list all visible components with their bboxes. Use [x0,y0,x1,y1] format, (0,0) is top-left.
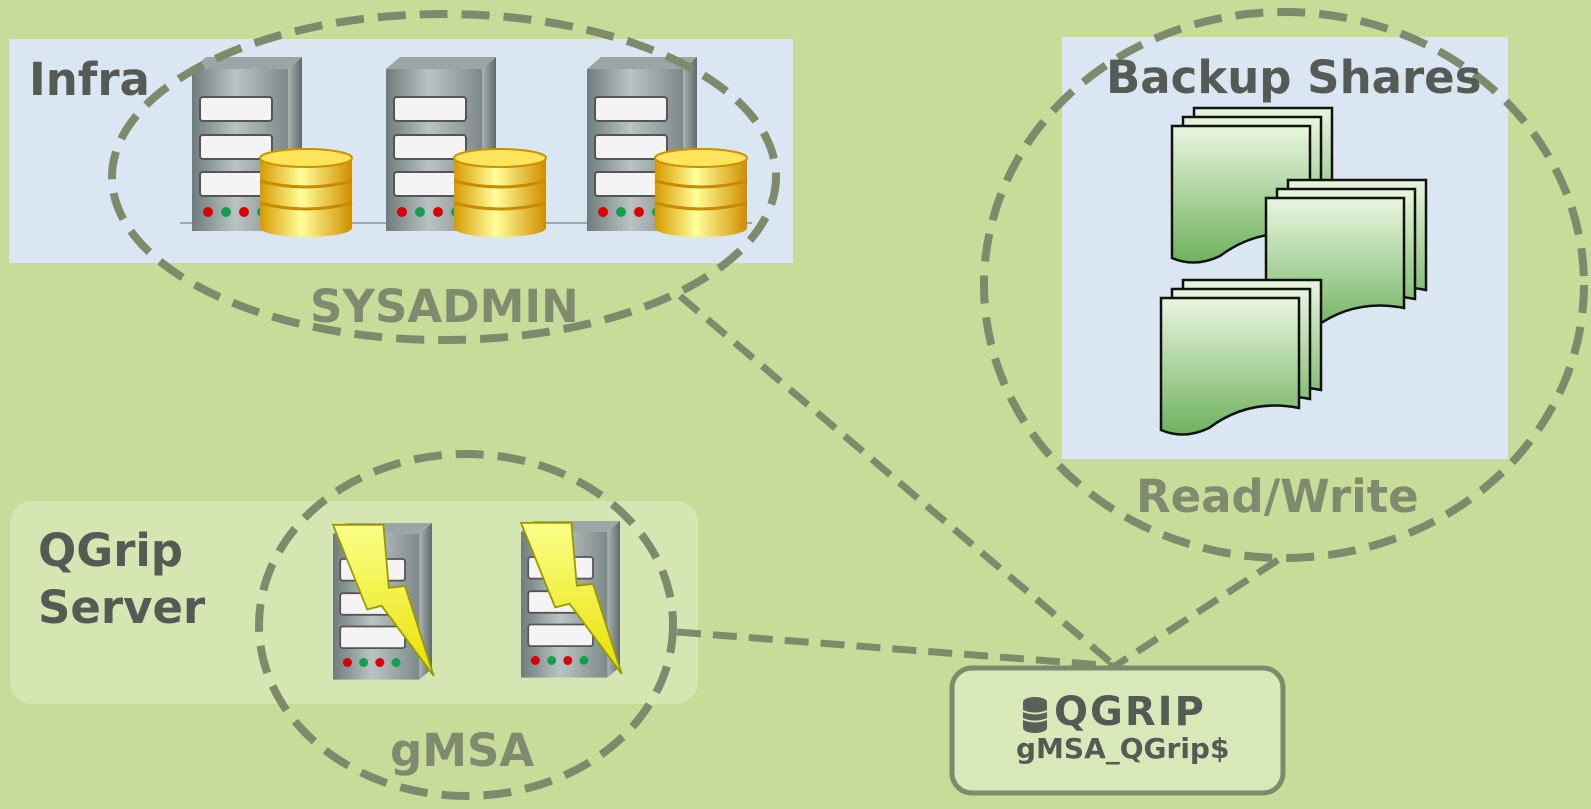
qgrip-logo-text: QGRIP [1054,689,1206,735]
backup-caption: Read/Write [1136,470,1419,523]
power-server-icon [331,522,435,681]
database-server-icon [191,56,353,237]
connector-backup [1113,557,1280,669]
backup-title: Backup Shares [1106,51,1482,104]
infra-servers [180,56,752,237]
backup-ellipse [980,8,1588,562]
qgrip-servers [331,520,623,681]
connector-qgrip-server [676,628,1116,670]
connector-infra [677,293,1118,669]
backup-documents [1159,106,1428,436]
power-server-icon [519,520,623,679]
document-stack-icon [1159,278,1323,436]
qgrip-server-title-line2: Server [38,581,206,634]
database-server-icon [586,56,748,237]
document-stack-icon [1264,178,1428,336]
qgrip-server-ellipse [255,450,677,800]
infra-ellipse [108,10,780,344]
qgrip-server-title-line1: QGrip [38,524,184,577]
infra-title: Infra [29,53,150,106]
database-server-icon [385,56,547,237]
qgrip-server-caption: gMSA [390,724,535,777]
qgrip-logo-icon [1022,697,1048,733]
qgrip-account: gMSA_QGrip$ [1016,732,1230,765]
infra-caption: SYSADMIN [310,280,579,333]
